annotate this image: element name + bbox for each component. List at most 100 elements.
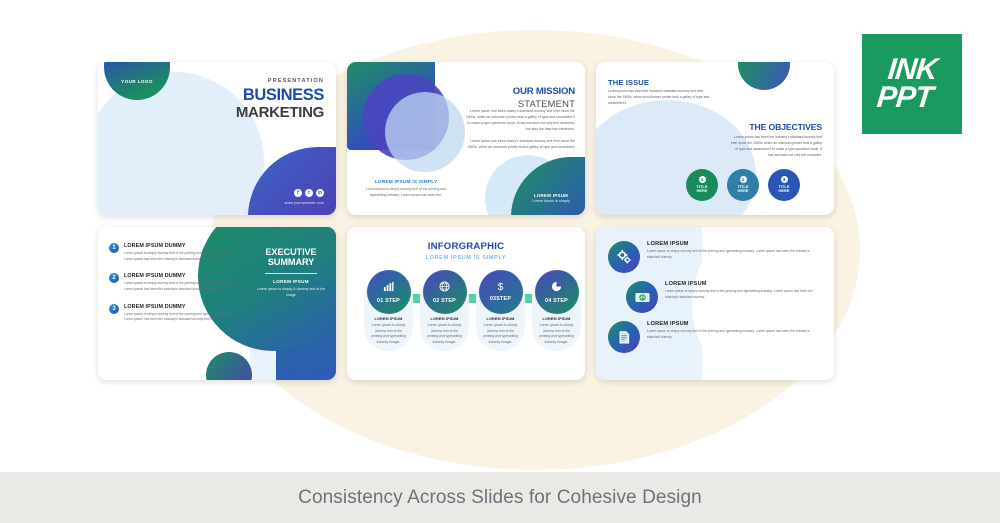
gradient-circle [198, 227, 336, 351]
list-item: 1 LOREM IPSUM DUMMY Lorem ipsum is simpl… [109, 243, 239, 262]
step-circle: 01 STEP [366, 270, 411, 314]
objectives-paragraph: Lorem ipsum has been the industry's stan… [730, 135, 822, 158]
step-heading: LOREM IPSUM [486, 317, 515, 321]
item-paragraph: Lorem ipsum is simply dummy text of the … [124, 311, 232, 322]
heading-statement: STATEMENT [517, 98, 575, 109]
decorative-white-circle [692, 227, 834, 380]
slide-title-block: PRESENTATION BUSINESS MARKETING [235, 78, 325, 121]
step-heading: LOREM IPSUM [374, 317, 403, 321]
corner-title: LOREM IPSUM [533, 193, 569, 198]
mission-paragraph-2: Lorem ipsum has been dustry's standard d… [467, 138, 575, 149]
row-heading: LOREM IPSUM [647, 321, 689, 327]
row-paragraph: Lorem ipsum is simply dummy text of the … [647, 249, 810, 259]
logo-text-ink: INK [885, 53, 939, 87]
objective-number: 1 [698, 176, 706, 184]
item-number: 1 [109, 243, 119, 253]
slide-grid: YOUR LOGO PRESENTATION BUSINESS MARKETIN… [98, 62, 834, 380]
list-item: $ LOREM IPSUM Lorem ipsum is simply dumm… [608, 281, 822, 313]
bar-chart-icon [383, 281, 394, 295]
decorative-circle-lightblue [385, 92, 465, 172]
step-circle: $ 03STEP [478, 270, 523, 314]
list-item: 2 LOREM IPSUM DUMMY Lorem ipsum is simpl… [109, 273, 239, 292]
facebook-icon: f [294, 189, 302, 197]
sub-heading: LOREM IPSUM IS SIMPLY [374, 180, 438, 186]
mission-body: Lorem ipsum has been dustry's standard d… [463, 108, 575, 150]
item-heading: LOREM IPSUM DUMMY [124, 273, 186, 280]
step-label: 01 STEP [377, 297, 400, 304]
panel-subtitle: LOREM IPSUM [273, 279, 309, 285]
step-item[interactable]: 01 STEP LOREM IPSUM Lorem ipsum is simpl… [364, 270, 413, 352]
pie-chart-icon [551, 281, 562, 295]
row-heading: LOREM IPSUM [647, 241, 689, 247]
slide-our-mission[interactable]: OUR MISSION STATEMENT Lorem ipsum has be… [347, 62, 585, 215]
step-item[interactable]: $ 03STEP LOREM IPSUM Lorem ipsum is simp… [476, 270, 525, 352]
step-circle: 02 STEP [422, 270, 467, 314]
mission-heading-block: OUR MISSION STATEMENT [513, 86, 575, 109]
step-label: 02 STEP [433, 297, 456, 304]
item-heading: LOREM IPSUM DUMMY [124, 303, 186, 310]
heading-the-issue: THE ISSUE [608, 78, 649, 87]
mission-paragraph-1: Lorem ipsum has been dustry's standard d… [465, 109, 575, 132]
item-number: 2 [109, 273, 119, 284]
sub-paragraph: Lorem ipsum is simply dummy text of the … [365, 187, 447, 198]
decorative-top-semicircle [738, 62, 790, 90]
caption-bar: Consistency Across Slides for Cohesive D… [0, 472, 1000, 523]
summary-item-list: 1 LOREM IPSUM DUMMY Lorem ipsum is simpl… [109, 243, 239, 334]
panel-paragraph: Lorem ipsum is simply & dummy text of th… [256, 287, 326, 298]
slide-business-marketing[interactable]: YOUR LOGO PRESENTATION BUSINESS MARKETIN… [98, 62, 336, 215]
slide-infographic[interactable]: INFORGRAPHIC LOREM IPSUM IS SIMPLY 01 ST… [347, 227, 585, 380]
step-paragraph: Lorem ipsum is simply dummy text of the … [370, 323, 407, 344]
linkedin-icon: in [316, 189, 324, 197]
document-icon [608, 321, 640, 353]
presentation-kicker: PRESENTATION [267, 78, 324, 84]
step-paragraph: Lorem ipsum is simply dummy text of the … [482, 323, 519, 344]
heading-the-objectives: THE OBJECTIVES [749, 122, 822, 132]
objective-number: 3 [780, 176, 788, 184]
twitter-icon: t [305, 189, 313, 197]
step-paragraph: Lorem ipsum is simply dummy text of the … [538, 323, 575, 344]
slide-issue-objectives[interactable]: THE ISSUE Lorem ipsum has been the indus… [596, 62, 834, 215]
svg-text:$: $ [641, 295, 644, 300]
objective-number: 2 [739, 176, 747, 184]
social-icons: f t in [294, 189, 324, 197]
step-paragraph: Lorem ipsum is simply dummy text of the … [426, 323, 463, 344]
list-item: LOREM IPSUM Lorem ipsum is simply dummy … [608, 241, 822, 273]
money-icon: $ [626, 281, 658, 313]
item-heading: LOREM IPSUM DUMMY [124, 243, 186, 249]
item-paragraph: Lorem ipsum is simply dummy text of the … [124, 251, 232, 261]
gears-icon [608, 241, 640, 273]
step-item[interactable]: 04 STEP LOREM IPSUM Lorem ipsum is simpl… [532, 270, 581, 352]
icon-row-list: LOREM IPSUM Lorem ipsum is simply dummy … [596, 227, 834, 380]
step-circle: 04 STEP [534, 270, 579, 314]
website-url: www.yourwebsite.com [284, 201, 324, 205]
corner-subtitle: Lorem ipsum is simply [532, 199, 570, 203]
row-heading: LOREM IPSUM [665, 281, 707, 287]
step-item[interactable]: 02 STEP LOREM IPSUM Lorem ipsum is simpl… [420, 270, 469, 352]
caption-text: Consistency Across Slides for Cohesive D… [298, 486, 702, 508]
globe-icon [439, 280, 450, 295]
inkppt-logo: INK PPT [862, 34, 962, 134]
item-paragraph: Lorem ipsum is simply dummy text of the … [124, 281, 232, 291]
heading-infographic: INFORGRAPHIC [427, 241, 505, 252]
issue-paragraph: Lorem ipsum has been the industry's stan… [608, 89, 710, 105]
slide-executive-summary[interactable]: 1 LOREM IPSUM DUMMY Lorem ipsum is simpl… [98, 227, 336, 380]
row-paragraph: Lorem ipsum is simply dummy text of the … [647, 329, 810, 339]
item-number: 3 [109, 303, 119, 314]
divider [265, 273, 317, 275]
logo-text-ppt: PPT [875, 81, 935, 114]
slide-row-top: YOUR LOGO PRESENTATION BUSINESS MARKETIN… [98, 62, 834, 215]
slide-icon-list[interactable]: LOREM IPSUM Lorem ipsum is simply dummy … [596, 227, 834, 380]
subheading-infographic: LOREM IPSUM IS SIMPLY [425, 255, 507, 261]
step-heading: LOREM IPSUM [430, 317, 459, 321]
row-paragraph: Lorem ipsum is simply dummy text of the … [665, 289, 813, 299]
title-marketing: MARKETING [235, 104, 324, 121]
